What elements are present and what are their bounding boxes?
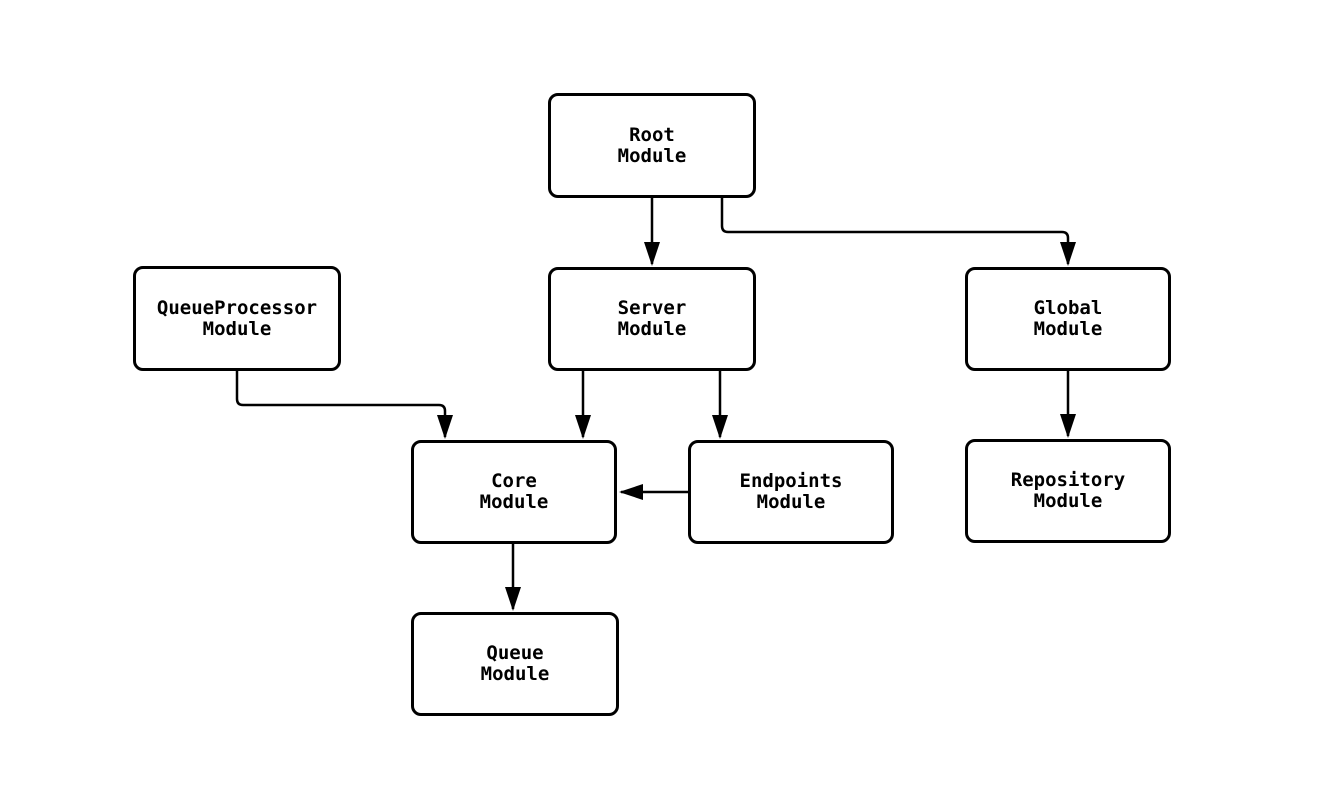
node-repository-module: Repository Module xyxy=(965,439,1171,543)
node-endpoints-label-line1: Endpoints xyxy=(739,470,843,492)
node-server-label-line1: Server xyxy=(617,297,687,319)
node-server-label-line2: Module xyxy=(617,318,687,340)
node-queue-label-line1: Queue xyxy=(486,642,544,664)
node-queue-label-line2: Module xyxy=(480,663,550,685)
node-global-label-line1: Global xyxy=(1033,297,1103,319)
node-repository-label-line2: Module xyxy=(1033,490,1103,512)
node-core-label-line2: Module xyxy=(479,491,549,513)
node-root-module: Root Module xyxy=(548,93,756,198)
edge-queueprocessor-to-core xyxy=(235,370,453,439)
node-server-module: Server Module xyxy=(548,267,756,371)
edge-root-to-global xyxy=(720,197,1076,266)
node-endpoints-label-line2: Module xyxy=(756,491,826,513)
node-endpoints-module: Endpoints Module xyxy=(688,440,894,544)
node-global-label-line2: Module xyxy=(1033,318,1103,340)
node-global-module: Global Module xyxy=(965,267,1171,371)
node-queueprocessor-label-line2: Module xyxy=(202,317,272,340)
node-root-label-line1: Root xyxy=(629,123,675,146)
node-repository-label-line1: Repository xyxy=(1010,469,1126,491)
node-core-module: Core Module xyxy=(411,440,617,544)
node-queue-module: Queue Module xyxy=(411,612,619,716)
node-root-label-line2: Module xyxy=(617,144,687,167)
node-queueprocessor-label-line1: QueueProcessor xyxy=(156,296,318,319)
node-queueprocessor-module: QueueProcessor Module xyxy=(133,266,341,371)
node-core-label-line1: Core xyxy=(491,470,537,492)
